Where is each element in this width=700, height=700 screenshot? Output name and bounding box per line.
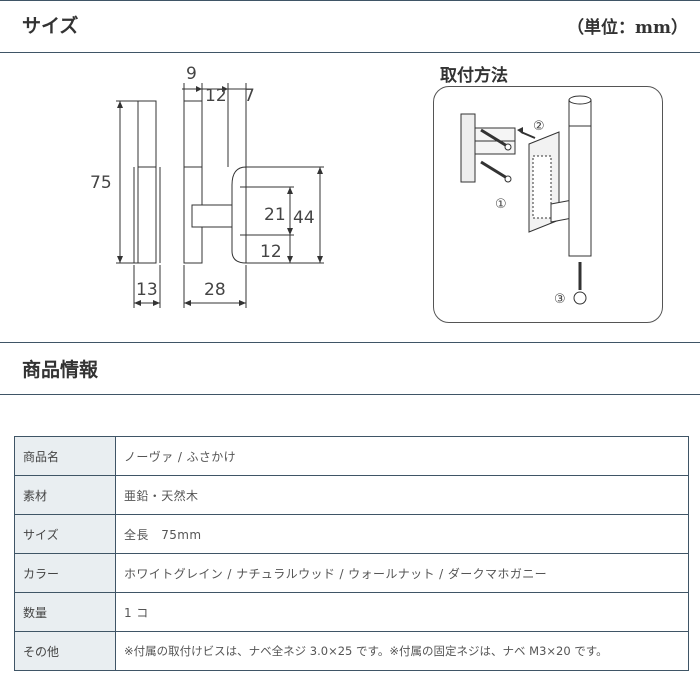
spec-row-other: その他 ※付属の取付けビスは、ナベ全ネジ 3.0×25 です。※付属の固定ネジは… [14,631,689,671]
info-header-divider [0,394,700,395]
side-view-arm [191,204,233,228]
wall-bracket [460,113,476,183]
spec-row-size: サイズ 全長 75mm [14,514,689,554]
dim-28: 28 [204,280,226,300]
dim-13: 13 [136,280,158,300]
install-section-title: 取付方法 [440,66,508,86]
step-1-label: ① [495,197,507,212]
spec-row-material: 素材 亜鉛・天然木 [14,475,689,515]
step-3-label: ③ [554,292,566,307]
spec-value: 全長 75mm [115,514,689,554]
dim-75: 75 [90,173,112,193]
dim-44: 44 [293,208,315,228]
spec-row-name: 商品名 ノーヴァ / ふさかけ [14,436,689,476]
top-border [0,0,700,1]
spec-value: 1 コ [115,592,689,632]
spec-row-quantity: 数量 1 コ [14,592,689,632]
spec-value: ※付属の取付けビスは、ナベ全ネジ 3.0×25 です。※付属の固定ネジは、ナベ … [115,631,689,671]
spec-label: 数量 [14,592,116,632]
side-view-plate [183,100,203,264]
spec-label: サイズ [14,514,116,554]
spec-value: ホワイトグレイン / ナチュラルウッド / ウォールナット / ダークマホガニー [115,553,689,593]
info-top-divider [0,342,700,343]
spec-table: 商品名 ノーヴァ / ふさかけ 素材 亜鉛・天然木 サイズ 全長 75mm カラ… [14,436,689,671]
wall-screw-bottom [480,160,512,183]
install-diagram-frame [433,86,663,323]
dim-21: 21 [264,205,286,225]
step-2-label: ② [533,119,545,134]
unit-label: （単位：mm） [567,18,688,38]
spec-label: カラー [14,553,116,593]
install-diagram: ① ② ③ [460,95,592,307]
size-section-title: サイズ [22,15,79,37]
dim-9: 9 [186,64,197,84]
side-view-knob [231,166,247,264]
front-view-plate [137,100,157,264]
wall-screw-top [480,128,512,151]
dim-7: 7 [244,86,255,106]
spec-row-color: カラー ホワイトグレイン / ナチュラルウッド / ウォールナット / ダークマ… [14,553,689,593]
dimension-drawing: 9 12 7 75 21 44 12 13 28 [90,64,324,308]
dim-12-bottom: 12 [260,242,282,262]
dim-12-top: 12 [205,86,227,106]
info-section-title: 商品情報 [22,359,99,381]
spec-value: ノーヴァ / ふさかけ [115,436,689,476]
fixing-screw [573,262,587,305]
spec-label: 商品名 [14,436,116,476]
spec-label: その他 [14,631,116,671]
size-header-divider [0,52,700,53]
hook-pole [568,99,592,257]
spec-value: 亜鉛・天然木 [115,475,689,515]
spec-label: 素材 [14,475,116,515]
